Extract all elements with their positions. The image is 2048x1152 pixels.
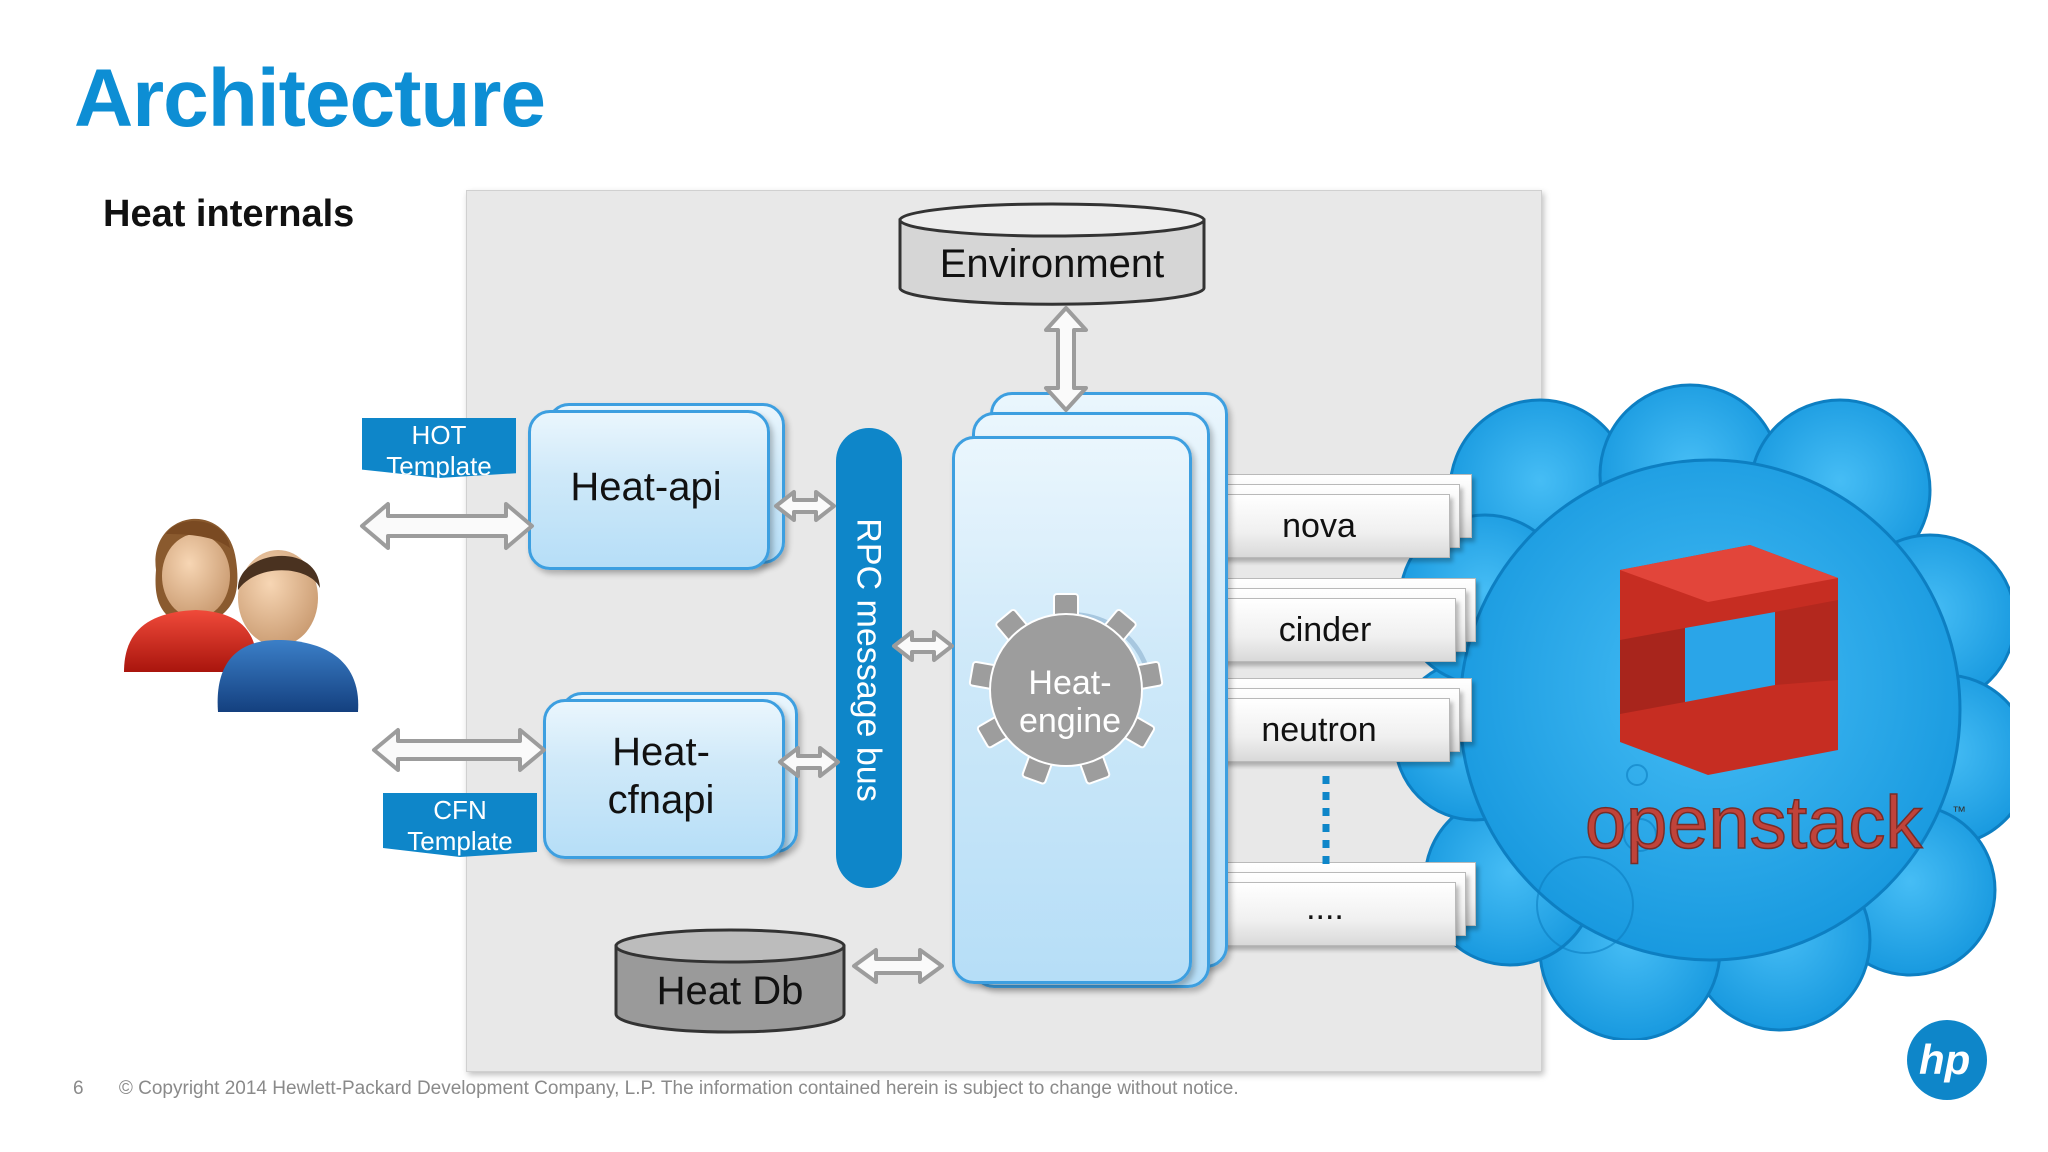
hot-template-line1: HOT <box>411 420 467 450</box>
service-nova-label: nova <box>1282 506 1356 545</box>
heat-cfnapi-box <box>543 699 785 859</box>
environment-cylinder <box>898 202 1206 306</box>
service-nova <box>1190 494 1450 558</box>
heat-engine-label-line2: engine <box>1018 702 1122 740</box>
slide-title: Architecture <box>74 53 546 144</box>
openstack-logo-text: openstack <box>1585 781 1923 864</box>
svg-text:™: ™ <box>1952 803 1966 819</box>
svg-text:hp: hp <box>1919 1036 1970 1083</box>
heat-engine-label-line1: Heat- <box>1028 664 1112 702</box>
service-more-label: .... <box>1306 888 1344 927</box>
openstack-cloud-icon: openstack ™ <box>1393 383 2010 1040</box>
service-neutron-label: neutron <box>1261 710 1377 749</box>
users-icon <box>124 518 359 712</box>
page-number: 6 <box>73 1078 84 1099</box>
heat-cfnapi-label-line2: cfnapi <box>607 778 715 822</box>
heat-cfnapi-label-line1: Heat- <box>612 730 710 774</box>
gear-icon <box>968 593 1164 785</box>
hp-logo-icon: hp <box>1907 1020 1987 1100</box>
heat-api-box <box>528 410 770 570</box>
cfn-template-line1: CFN <box>433 795 487 825</box>
heat-db-label: Heat Db <box>656 969 804 1013</box>
heat-api-label: Heat-api <box>570 465 722 509</box>
service-cinder-label: cinder <box>1278 610 1372 649</box>
hot-template-line2: Template <box>386 451 492 481</box>
footer: 6 © Copyright 2014 Hewlett-Packard Devel… <box>73 1078 1269 1100</box>
service-neutron <box>1190 698 1450 762</box>
cfn-template-line2: Template <box>407 826 513 856</box>
hot-template-tag: HOT Template <box>362 418 516 478</box>
heat-db-cylinder <box>614 928 846 1034</box>
rpc-message-bus <box>836 428 902 888</box>
cfn-template-tag: CFN Template <box>383 793 537 857</box>
slide-subtitle: Heat internals <box>103 193 355 235</box>
heat-engine-label: Heat- engine <box>966 652 1174 752</box>
copyright-notice: © Copyright 2014 Hewlett-Packard Develop… <box>118 1078 1239 1099</box>
environment-label: Environment <box>939 242 1165 286</box>
heat-cfnapi-label: Heat- cfnapi <box>543 699 779 853</box>
